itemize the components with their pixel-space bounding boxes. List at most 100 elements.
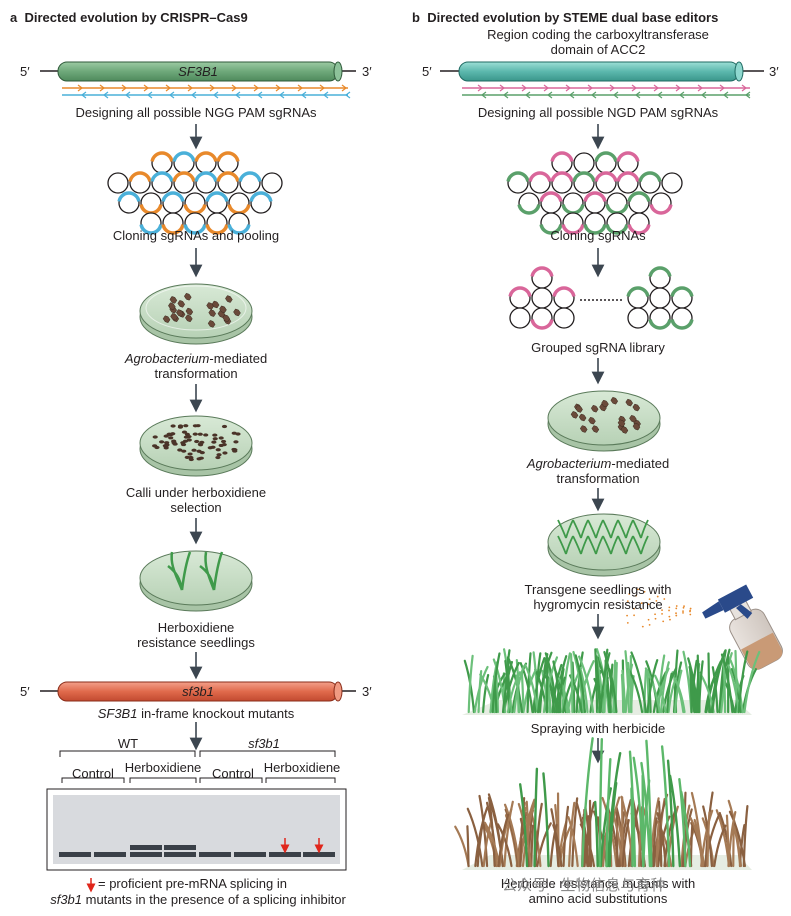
bacteria-colony	[617, 419, 626, 428]
sgrna-arrowhead	[257, 91, 263, 99]
spray-droplet	[637, 588, 639, 591]
sgrna-insert	[539, 191, 563, 202]
sgrna-insert	[616, 171, 640, 182]
sgrna-insert	[150, 171, 174, 182]
bacteria-colony	[169, 296, 178, 304]
grass-blade	[599, 652, 611, 714]
b-step3-label: Grouped sgRNA library	[531, 340, 665, 355]
sgrna-insert	[649, 204, 673, 215]
resistant-blade	[606, 751, 622, 868]
callus	[177, 448, 183, 452]
spray-droplet	[640, 602, 643, 605]
sgrna-arrowhead	[503, 91, 509, 99]
bacteria-colony	[588, 416, 596, 425]
spray-droplet	[668, 609, 670, 612]
spray-droplet	[654, 613, 656, 616]
sgrna-insert	[616, 151, 640, 162]
grass-blade	[578, 655, 595, 714]
sgrna-arrowhead	[653, 84, 659, 92]
bacteria-colony	[620, 426, 629, 434]
grass-blade	[743, 650, 761, 714]
sgrna-insert	[552, 286, 576, 297]
callus	[215, 455, 221, 460]
bacteria-colony	[629, 414, 637, 423]
grass-blade	[608, 668, 618, 714]
bacteria-colony	[219, 305, 227, 314]
sgrna-arrowhead	[591, 91, 597, 99]
seedling	[557, 535, 574, 555]
sgrna-insert	[528, 171, 552, 182]
sgrna-insert	[670, 319, 694, 330]
seedling	[617, 519, 634, 539]
spray-droplet	[640, 608, 642, 610]
sgrna-arrowhead	[675, 84, 681, 92]
seedling	[587, 535, 604, 555]
sgrna-arrowhead	[169, 91, 175, 99]
sgrna-insert	[605, 224, 629, 235]
gel-label-sf3b1: sf3b1	[248, 736, 280, 751]
sgrna-insert	[161, 224, 185, 235]
callus	[191, 448, 197, 452]
sgrna-arrowhead	[521, 84, 527, 92]
spray-droplet	[633, 607, 635, 610]
callus	[168, 436, 174, 440]
sgrna-insert	[583, 224, 607, 235]
spray-droplet	[648, 598, 651, 601]
grass-blade	[706, 811, 711, 868]
grass-blade	[572, 650, 585, 714]
callus	[182, 439, 189, 443]
bacteria-colony	[222, 314, 231, 323]
a-mut-three-prime: 3′	[362, 684, 372, 699]
sgrna-insert	[550, 151, 574, 162]
resistant-blade	[605, 757, 612, 868]
callus	[212, 437, 218, 441]
sgrna-arrowhead	[701, 91, 707, 99]
callus	[233, 440, 239, 444]
spray-droplet	[682, 610, 684, 613]
spray-droplet	[655, 599, 658, 602]
b-step6-label: Spraying with herbicide	[530, 721, 666, 736]
resistant-blade	[593, 800, 599, 868]
gel-band	[234, 852, 266, 857]
grass-blade	[498, 807, 513, 868]
sgrna-insert	[561, 224, 585, 235]
grass-blade	[467, 654, 474, 714]
spray-droplet	[663, 598, 666, 600]
sgrna-insert	[128, 171, 152, 182]
sgrna-arrowhead	[253, 84, 259, 92]
grass-blade	[534, 652, 542, 714]
grass-blade	[707, 652, 711, 714]
sgrna-insert	[594, 171, 618, 182]
sgrna-arrowhead	[657, 91, 663, 99]
callus	[192, 432, 198, 436]
sgrna-arrowhead	[745, 91, 751, 99]
sgrna-arrowhead	[319, 84, 325, 92]
gene-acc2-region	[440, 61, 764, 82]
gel-label-control-mut: Control	[212, 766, 254, 781]
a-mutant-label: SF3B1 in-frame knockout mutants	[97, 706, 295, 721]
sgrna-insert	[161, 191, 185, 202]
bacteria-colony	[601, 399, 609, 408]
grass-blade	[737, 650, 749, 714]
sgrna-arrowhead	[231, 84, 237, 92]
grass-blade	[696, 654, 700, 714]
callus	[184, 432, 190, 436]
bacteria-colony	[183, 292, 192, 301]
sgrna-insert	[249, 191, 273, 202]
sgrna-insert	[627, 191, 651, 202]
sgrna-insert	[508, 286, 532, 297]
sgrna-arrowhead	[341, 84, 347, 92]
spray-droplet	[635, 594, 637, 597]
callus	[152, 435, 158, 439]
callus	[177, 424, 184, 428]
sgrna-arrowhead	[297, 84, 303, 92]
sgrna-insert	[506, 171, 530, 182]
spray-droplet	[675, 614, 678, 617]
callus	[164, 441, 170, 445]
callus	[211, 440, 217, 444]
resistant-blade	[518, 783, 529, 868]
bacteria-colony	[632, 403, 641, 412]
grass-blade	[478, 794, 489, 868]
